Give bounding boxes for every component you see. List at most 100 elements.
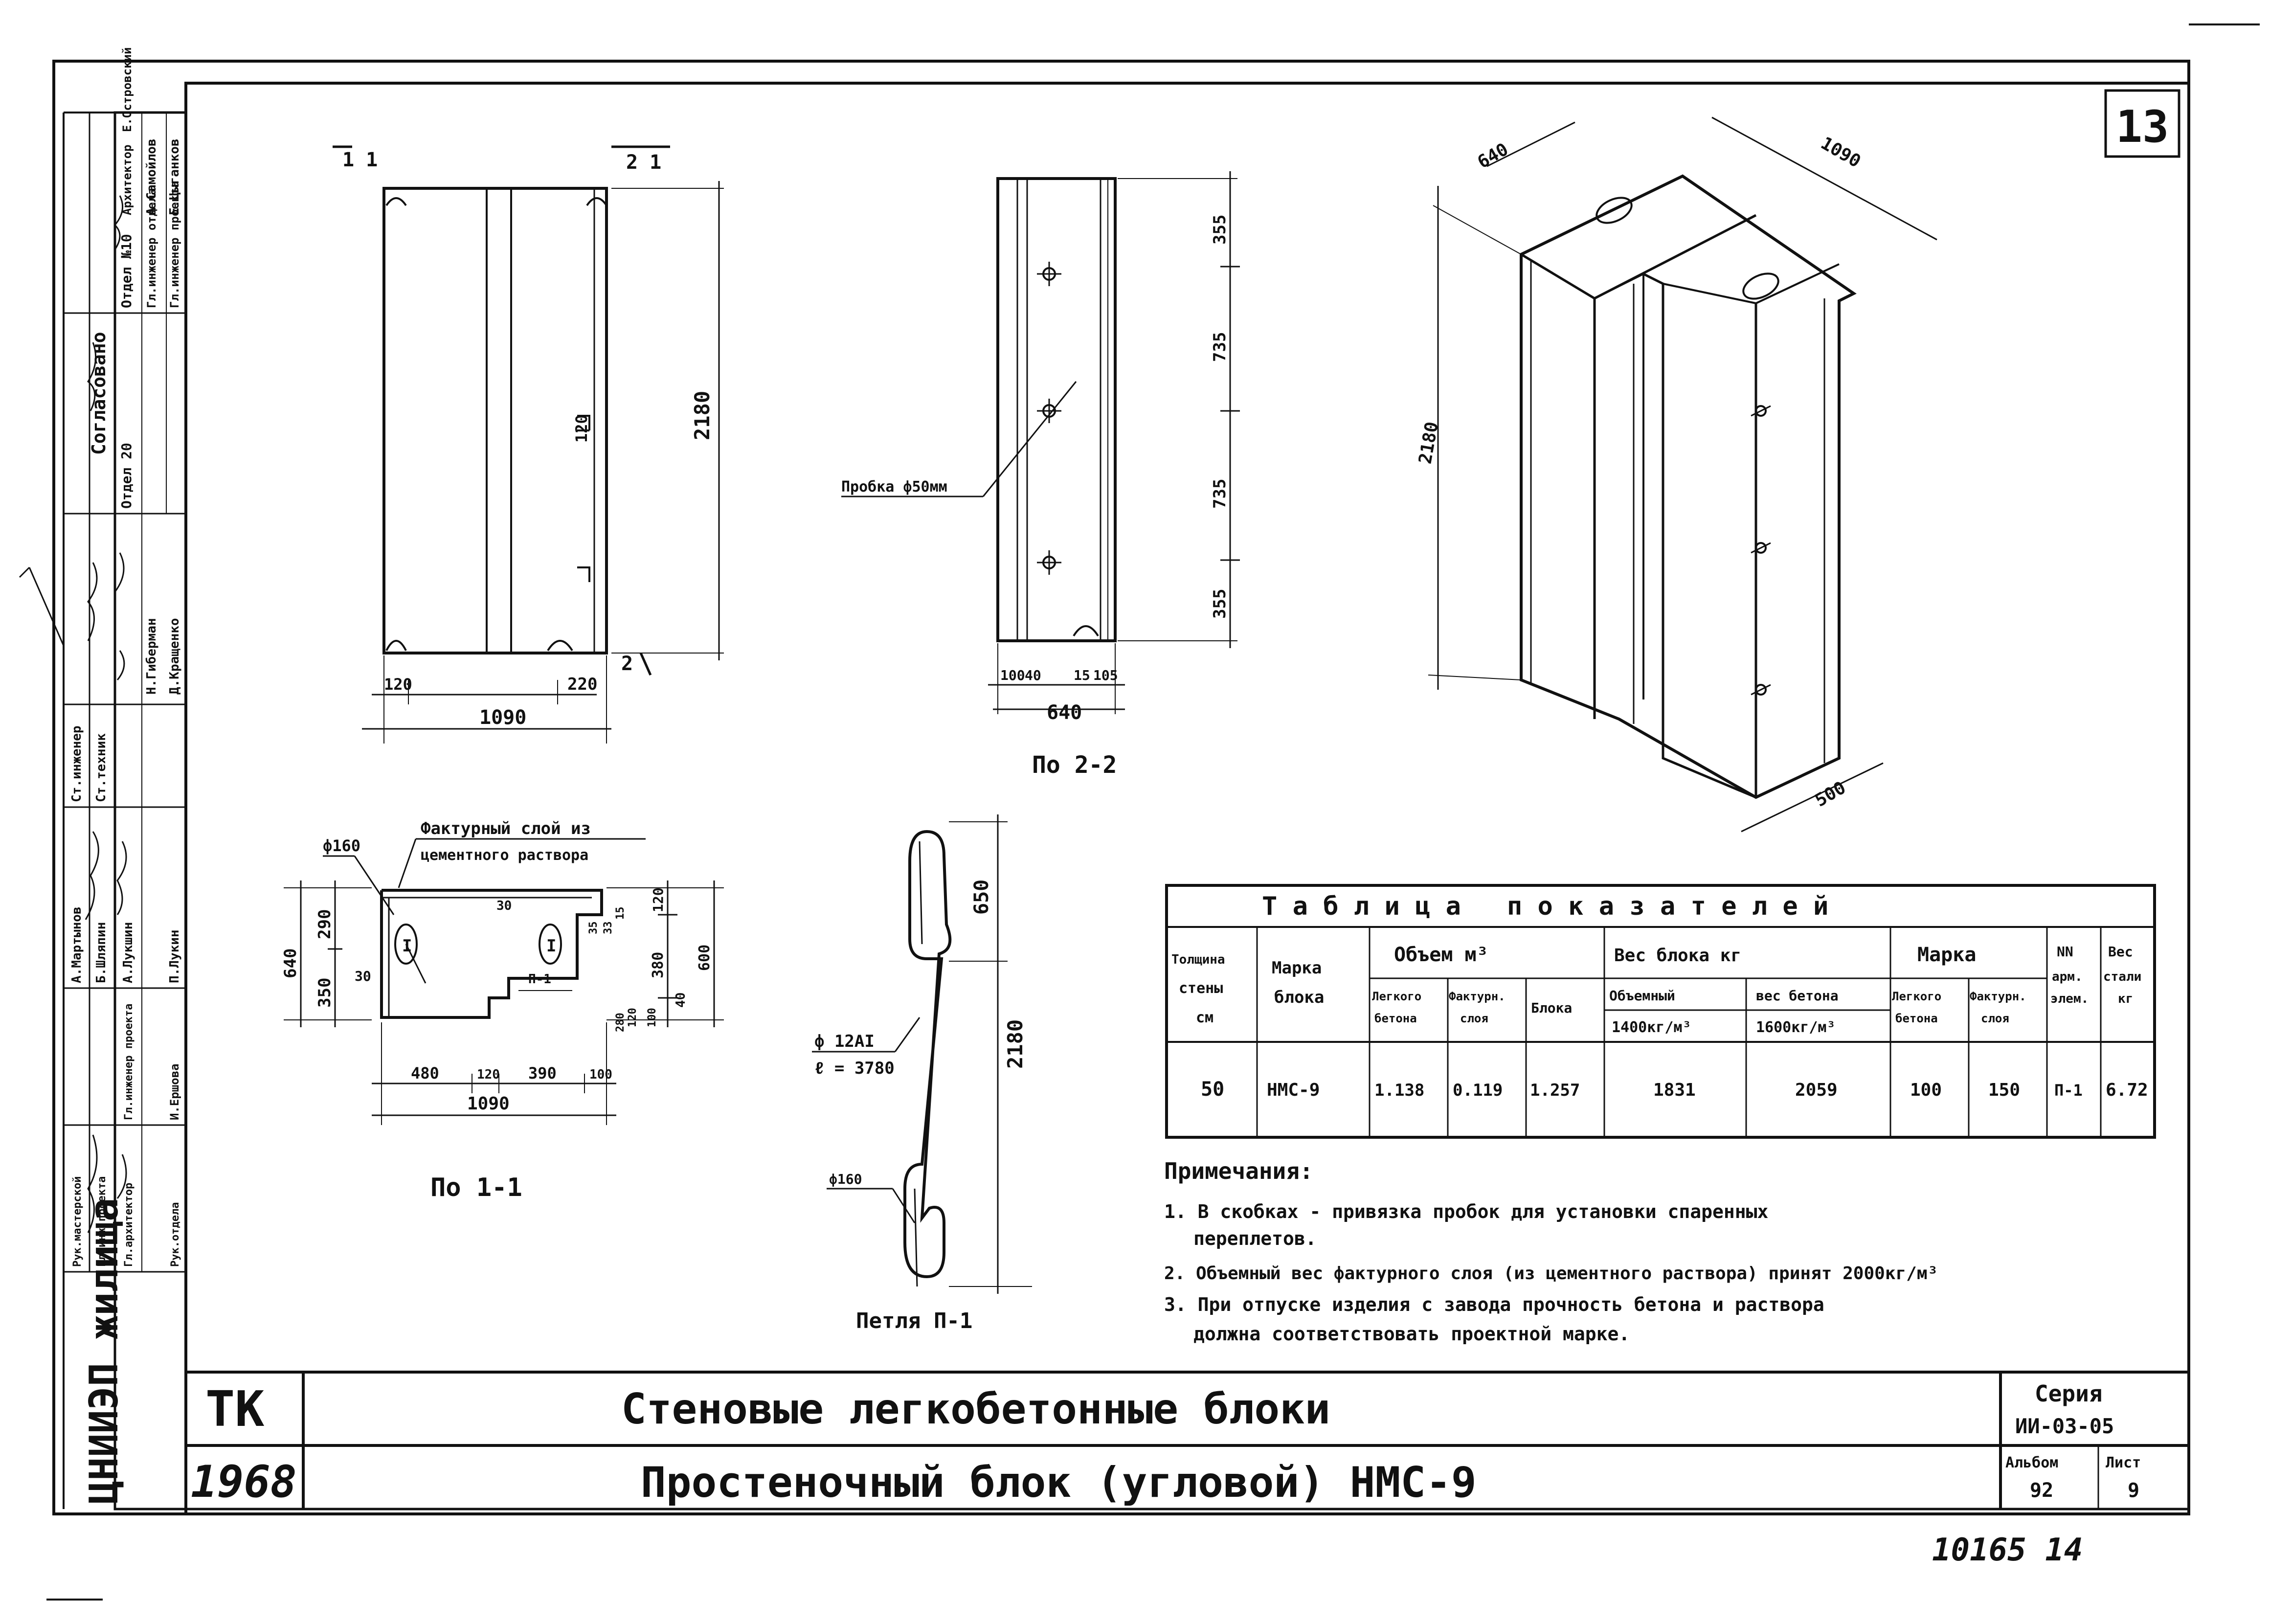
tb-bottom-number: 10165 14 (1932, 1532, 2083, 1568)
cell-mark: НМС-9 (1267, 1080, 1320, 1100)
s11-bottom-1: 120 (477, 1067, 500, 1082)
elev-dim-width: 1090 (479, 706, 526, 729)
cell-vol-texture: 0.119 (1453, 1081, 1503, 1100)
svg-text:I: I (546, 936, 556, 956)
staff-6: Рук.мастерской (71, 1176, 84, 1267)
staff-5: П.Лукин (167, 929, 182, 983)
plug-marks (1037, 262, 1061, 575)
tb-series-label: Серия (2035, 1380, 2102, 1407)
indicators-table: Т а б л и ц а п о к а з а т е л е й Толщ… (1165, 884, 2156, 1139)
note-line-0: 1. В скобках - привязка пробок для устан… (1164, 1201, 1768, 1222)
iso-dim-640: 640 (1474, 139, 1512, 173)
cut-mark-left: 1 1 (342, 149, 378, 171)
s11-dim-total: 1090 (467, 1094, 510, 1114)
h-vol-sub-0a: Легкого (1372, 990, 1421, 1003)
h-vol-sub-1b: слоя (1460, 1012, 1488, 1025)
loop-dim-2180: 2180 (1003, 1019, 1027, 1069)
staff-2: А.Мартынов (69, 906, 84, 983)
loop-dim-650: 650 (970, 880, 993, 915)
s11-p1: П-1 (528, 972, 551, 987)
loop-p1: 650 2180 ф 12АI ℓ = 3780 ф160 Петля П-1 (812, 814, 1032, 1333)
h-grade-sub-1a: Фактурн. (1970, 990, 2026, 1003)
sheet-number: 13 (2116, 101, 2169, 153)
s11-30-left: 30 (355, 968, 371, 984)
title-block: ТК 1968 Стеновые легкобетонные блоки Про… (186, 1371, 2189, 1568)
tb-album-value: 92 (2030, 1479, 2053, 1502)
h-steel-2: кг (2118, 992, 2133, 1006)
elev-dim-height: 2180 (690, 391, 714, 440)
s11-30-top: 30 (496, 899, 512, 913)
s22-bottom-1: 40 (1025, 667, 1041, 683)
s11-left-2: 290 (315, 909, 335, 939)
s22-dim-2: 735 (1210, 479, 1230, 509)
h-grade-sub-1b: слоя (1981, 1012, 2009, 1025)
cell-vol-light: 1.138 (1374, 1081, 1424, 1100)
coord-cell-7: Отдел 20 (118, 443, 135, 509)
h-weight-sub2-0: 1400кг/м³ (1612, 1019, 1691, 1036)
table-row: 50 НМС-9 1.138 0.119 1.257 1831 2059 100… (1201, 1078, 2148, 1101)
h-mark-1: блока (1274, 988, 1324, 1007)
loop-rebar-1: ф 12АI (814, 1032, 875, 1051)
cell-grade-texture: 150 (1988, 1080, 2020, 1100)
h-thickness-1: стены (1179, 980, 1223, 997)
coord-cell-4: Е.Цыганков (167, 138, 182, 215)
s22-dim-3: 355 (1210, 589, 1230, 619)
loop-caption: Петля П-1 (856, 1308, 972, 1333)
h-thickness-2: см (1196, 1009, 1214, 1026)
s11-right-1: 380 (650, 952, 667, 978)
note-line-3: 3. При отпуске изделия с завода прочност… (1164, 1294, 1824, 1315)
s11-right-2: 600 (696, 945, 713, 971)
elev-dim-right: 220 (567, 675, 597, 694)
tb-title-1: Стеновые легкобетонные блоки (621, 1385, 1330, 1434)
sheet-number-box: 13 (2104, 89, 2180, 158)
s11-inner-1: 120 (627, 1008, 639, 1027)
staff-10: И.Ершова (168, 1063, 181, 1120)
org-name: ЦНИИЭП жилища (81, 1198, 127, 1504)
cell-thickness: 50 (1201, 1078, 1224, 1101)
loop-rebar-2: ℓ = 3780 (814, 1059, 895, 1078)
s22-caption: По 2-2 (1032, 751, 1117, 779)
s11-bottom-2: 390 (528, 1064, 557, 1083)
iso-plug-marks (1751, 405, 1771, 696)
h-vol-sub-1a: Фактурн. (1449, 990, 1506, 1003)
staff-8: Гл.архитектор (123, 1183, 135, 1267)
table-title: Т а б л и ц а п о к а з а т е л е й (1262, 892, 1828, 921)
cell-nn: П-1 (2054, 1081, 2083, 1100)
staff-7: Гл.инж.проекта (96, 1176, 108, 1267)
staff-9: Рук.отдела (169, 1202, 181, 1267)
h-grade-sub-0b: бетона (1895, 1012, 1938, 1025)
notes: Примечания: 1. В скобках - привязка проб… (1164, 1158, 1938, 1345)
h-weight-sub-0: Объемный (1609, 988, 1675, 1004)
cell-steel: 6.72 (2106, 1080, 2148, 1100)
staff-11: Гл.инженер проекта (123, 1004, 135, 1120)
h-steel-1: стали (2103, 970, 2141, 984)
s11-texture-1: Фактурный слой из (421, 819, 591, 838)
cell-weight-1400: 1831 (1653, 1080, 1696, 1100)
coord-heading: Согласовано (88, 332, 110, 455)
cell-weight-1600: 2059 (1795, 1080, 1838, 1100)
tb-sheet-label: Лист (2106, 1454, 2141, 1471)
staff-0: Ст.инженер (69, 725, 84, 802)
tb-series-value: ИИ-03-05 (2015, 1414, 2114, 1438)
s22-dim-1: 735 (1210, 332, 1230, 362)
s22-bottom-3: 105 (1093, 667, 1118, 683)
h-grade-sub-0a: Легкого (1892, 990, 1941, 1003)
staff-4: А.Лукшин (121, 922, 135, 983)
sheet-frame (46, 23, 2260, 1601)
h-mark-0: Марка (1272, 958, 1322, 978)
loop-phi: ф160 (829, 1171, 862, 1187)
coord-cell-8: Н.Гиберман (144, 618, 159, 695)
s11-small-1: 33 (602, 922, 614, 935)
h-grade: Марка (1917, 944, 1976, 966)
staff-3: Б.Шляпин (94, 922, 109, 983)
s11-left-0: 640 (281, 948, 300, 978)
note-line-2: 2. Объемный вес фактурного слоя (из цеме… (1164, 1263, 1938, 1284)
tb-title-2: Простеночный блок (угловой) НМС-9 (641, 1458, 1477, 1507)
s11-right-0: 120 (650, 887, 666, 912)
section-1-1: I I ф160 Фактурный слой из цементного ра… (281, 819, 724, 1202)
h-nn-0: NN (2057, 944, 2073, 960)
cell-grade-light: 100 (1910, 1080, 1942, 1100)
tb-year: 1968 (191, 1456, 297, 1508)
coord-cell-9: Д.Кращенко (167, 618, 182, 695)
tb-album-label: Альбом (2005, 1454, 2058, 1471)
